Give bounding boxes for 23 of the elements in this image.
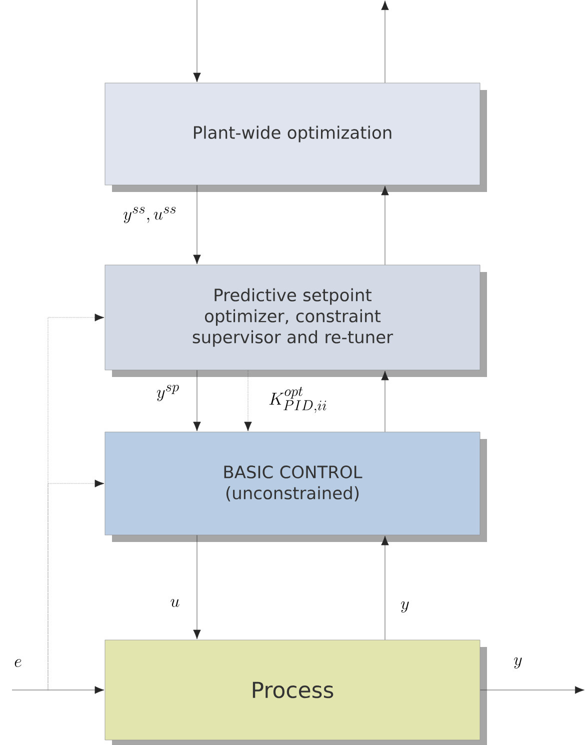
arrow	[12, 686, 104, 694]
arrow	[193, 0, 201, 82]
arrow	[48, 480, 104, 690]
edge-label: $y$	[514, 657, 522, 669]
edge-label: $u$	[170, 599, 180, 607]
arrow	[193, 185, 201, 264]
edge-label: $K_{PID,ii}^{opt}$	[269, 386, 326, 413]
arrow	[480, 686, 584, 694]
control-box: BASIC CONTROL (unconstrained)	[104, 432, 487, 542]
edge-label: $y^{sp}$	[156, 384, 179, 402]
arrow	[381, 370, 389, 432]
arrow	[381, 0, 389, 83]
arrow	[193, 370, 201, 432]
edge-label: $y^{ss}, u^{ss}$	[124, 206, 176, 224]
arrow	[193, 535, 201, 640]
process-box: Plant-wide optimization	[104, 82, 487, 192]
arrow	[244, 370, 252, 432]
optimizer-box: Predictive setpoint optimizer, constraint supervisor and re-tuner	[104, 264, 487, 377]
arrow	[381, 536, 389, 640]
process-box: Process	[104, 640, 487, 745]
edge-label: $y$	[401, 601, 409, 613]
edge-label: $e$	[14, 659, 22, 667]
arrow	[381, 186, 389, 265]
